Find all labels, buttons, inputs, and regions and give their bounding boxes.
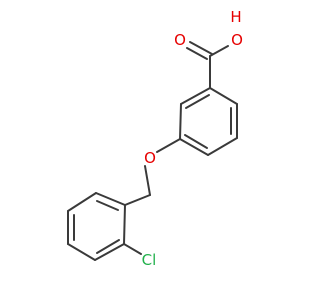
- bond: [144, 165, 151, 196]
- bond: [186, 47, 208, 60]
- bond: [184, 134, 208, 149]
- bond: [209, 45, 229, 57]
- chlorine-label: Cl: [142, 251, 157, 269]
- bond: [96, 239, 120, 254]
- bonds: [67, 41, 238, 261]
- bond: [123, 243, 142, 255]
- hydroxyl-oxygen-label: O: [231, 31, 243, 49]
- bond: [209, 87, 238, 105]
- bond: [96, 200, 119, 211]
- molecule-canvas: H O O O Cl: [67, 8, 243, 269]
- bond: [185, 94, 210, 109]
- bond: [179, 103, 182, 140]
- ether-oxygen-label: O: [144, 149, 156, 167]
- bond: [123, 204, 126, 245]
- atom-labels: H O O O Cl: [142, 8, 243, 269]
- carbonyl-oxygen-label: O: [174, 31, 186, 49]
- bond: [67, 192, 97, 212]
- bond: [67, 243, 96, 261]
- bond: [179, 138, 209, 156]
- bond: [180, 87, 211, 105]
- bond: [189, 41, 213, 55]
- bond: [94, 243, 125, 261]
- bond: [124, 194, 151, 206]
- molecule-structure: H O O O Cl: [67, 8, 243, 269]
- hydrogen-label: H: [230, 8, 241, 26]
- bond: [207, 137, 238, 156]
- bond: [156, 138, 181, 153]
- bond: [95, 192, 126, 206]
